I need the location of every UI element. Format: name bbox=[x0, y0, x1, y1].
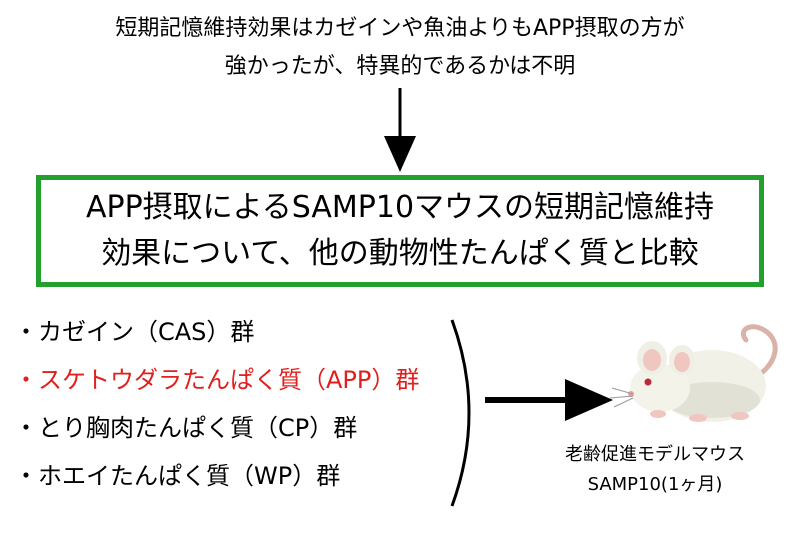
closing-bracket-icon bbox=[450, 319, 471, 507]
mouse-caption-line-1: 老齢促進モデルマウス bbox=[565, 444, 745, 465]
experimental-groups-list: ・カゼイン（CAS）群 ・スケトウダラたんぱく質（APP）群 ・とり胸肉たんぱく… bbox=[14, 308, 419, 500]
group-item-cas: ・カゼイン（CAS）群 bbox=[14, 318, 255, 346]
premise-line-2: 強かったが、特異的であるかは不明 bbox=[224, 54, 576, 79]
group-item-wp: ・ホエイたんぱく質（WP）群 bbox=[14, 462, 341, 490]
right-arrow-icon bbox=[485, 379, 613, 421]
mouse-caption-line-2: SAMP10(1ヶ月) bbox=[587, 474, 723, 495]
premise-line-1: 短期記憶維持効果はカゼインや魚油よりもAPP摂取の方が bbox=[115, 16, 685, 41]
objective-line-1: APP摂取によるSAMP10マウスの短期記憶維持 bbox=[85, 190, 715, 225]
objective-line-2: 効果について、他の動物性たんぱく質と比較 bbox=[101, 236, 699, 271]
group-item-app: ・スケトウダラたんぱく質（APP）群 bbox=[14, 366, 420, 394]
down-arrow-icon bbox=[384, 88, 416, 172]
group-item-cp: ・とり胸肉たんぱく質（CP）群 bbox=[14, 414, 358, 442]
research-objective-box: APP摂取によるSAMP10マウスの短期記憶維持 効果について、他の動物性たんぱ… bbox=[36, 175, 764, 287]
mouse-illustration-icon bbox=[609, 324, 778, 422]
premise-text: 短期記憶維持効果はカゼインや魚油よりもAPP摂取の方が 強かったが、特異的である… bbox=[0, 10, 800, 86]
mouse-caption: 老齢促進モデルマウス SAMP10(1ヶ月) bbox=[520, 440, 790, 500]
